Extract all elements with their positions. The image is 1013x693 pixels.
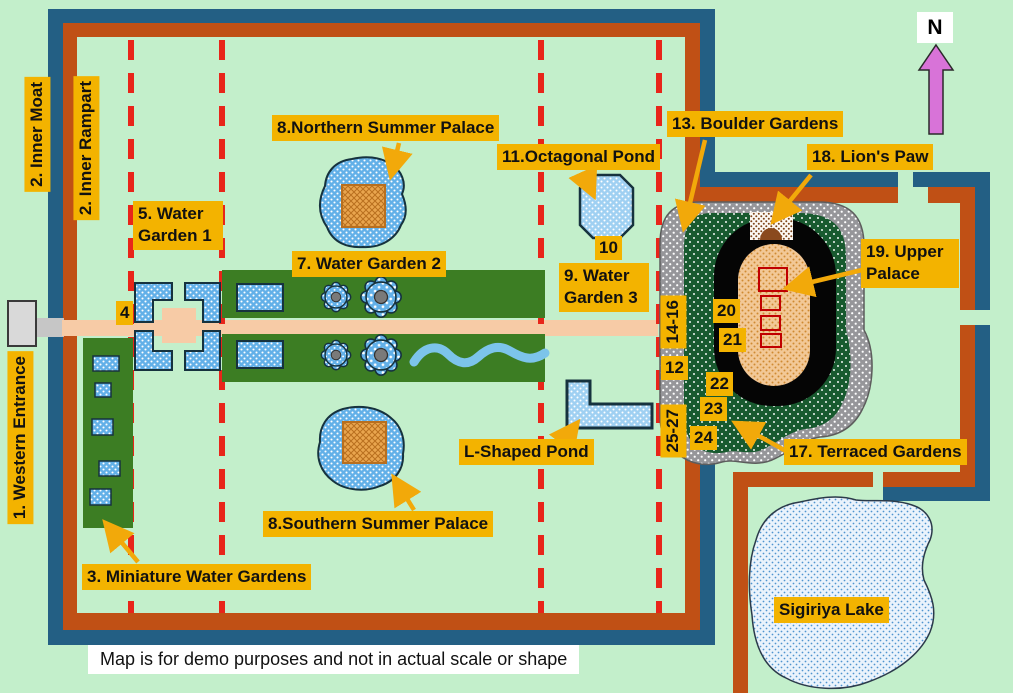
arrow-upper-palace [782, 266, 863, 298]
label-22: 22 [706, 372, 733, 397]
label-23: 23 [700, 397, 727, 422]
fountain-ponds [320, 276, 402, 376]
label-l-shaped-pond: L-Shaped Pond [459, 439, 594, 466]
sigiriya-lake [748, 496, 935, 690]
western-entrance-gate [7, 300, 37, 347]
label-miniature-water-gardens: 3. Miniature Water Gardens [82, 564, 312, 591]
garden-pool [236, 283, 284, 312]
label-inner-rampart: 2. Inner Rampart [73, 76, 100, 221]
label-water-garden-2: 7. Water Garden 2 [292, 251, 446, 278]
arrow-northern-summer-palace [381, 142, 413, 181]
water-garden-2 [222, 270, 550, 382]
arrow-miniature-water-gardens [102, 519, 140, 564]
miniature-water-gardens [83, 338, 133, 528]
label-25-27: 25-27 [660, 404, 687, 458]
garden-pool [236, 340, 284, 369]
label-4: 4 [116, 301, 134, 326]
label-lions-paw: 18. Lion's Paw [807, 144, 934, 171]
label-10: 10 [595, 236, 622, 261]
label-southern-summer-palace: 8.Southern Summer Palace [263, 511, 494, 538]
southern-summer-palace [317, 405, 405, 491]
entrance-path [36, 318, 64, 337]
l-shaped-pond [565, 379, 654, 430]
arrow-boulder-gardens [674, 139, 708, 233]
label-12: 12 [661, 356, 688, 381]
lions-paw-gate [750, 212, 793, 240]
label-24: 24 [690, 426, 717, 451]
label-sigiriya-lake: Sigiriya Lake [774, 597, 889, 624]
label-octagonal-pond: 11.Octagonal Pond [497, 144, 661, 171]
label-water-garden-1: 5. Water Garden 1 [133, 201, 223, 250]
label-western-entrance: 1. Western Entrance [7, 351, 34, 525]
arrow-terraced-gardens [731, 420, 788, 453]
arrow-lions-paw [770, 173, 813, 225]
label-21: 21 [719, 328, 746, 353]
annotation-arrows [102, 139, 863, 564]
label-inner-moat: 2. Inner Moat [24, 77, 51, 192]
label-14-16: 14-16 [660, 295, 687, 349]
label-terraced-gardens: 17. Terraced Gardens [784, 439, 967, 466]
arrow-southern-summer-palace [391, 473, 422, 512]
water-garden-1 [134, 282, 221, 371]
label-northern-summer-palace: 8.Northern Summer Palace [272, 115, 500, 142]
stream [409, 342, 550, 368]
arrow-octagonal-pond [568, 165, 598, 201]
north-arrow-icon [917, 43, 955, 135]
label-water-garden-3: 9. Water Garden 3 [559, 263, 649, 312]
map-disclaimer: Map is for demo purposes and not in actu… [88, 645, 580, 675]
north-indicator: N [917, 12, 953, 43]
inner-moat-wall [48, 9, 990, 645]
label-boulder-gardens: 13. Boulder Gardens [667, 111, 844, 138]
label-upper-palace: 19. Upper Palace [861, 239, 959, 288]
pathway-plaza [162, 308, 196, 343]
label-20: 20 [713, 299, 740, 324]
